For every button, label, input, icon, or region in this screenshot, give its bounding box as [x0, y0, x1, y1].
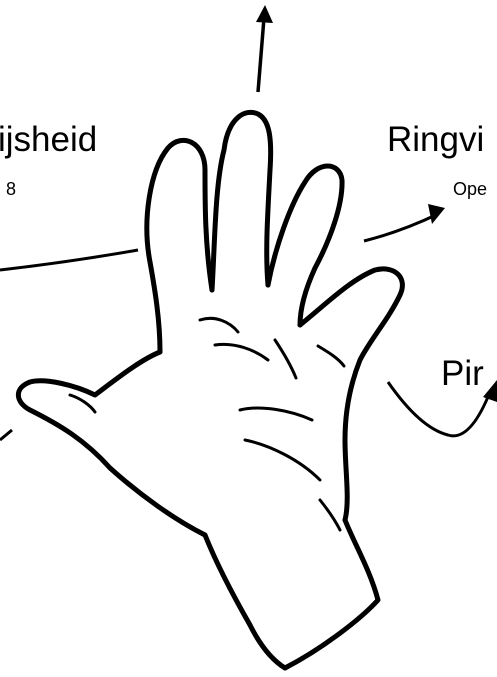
arrow-up-icon — [256, 5, 273, 92]
label-ring-sub: Ope — [453, 180, 487, 198]
label-index-finger: ijsheid — [0, 122, 97, 157]
label-index-sub: 8 — [6, 180, 16, 198]
hand-outline — [18, 112, 402, 668]
label-ring-finger: Ringvi — [387, 122, 484, 157]
connector-thumb — [0, 430, 12, 440]
label-pinky-finger: Pir — [441, 356, 484, 391]
connector-left — [0, 250, 138, 270]
palm-creases — [70, 318, 344, 530]
arrow-ring-icon — [364, 204, 445, 241]
